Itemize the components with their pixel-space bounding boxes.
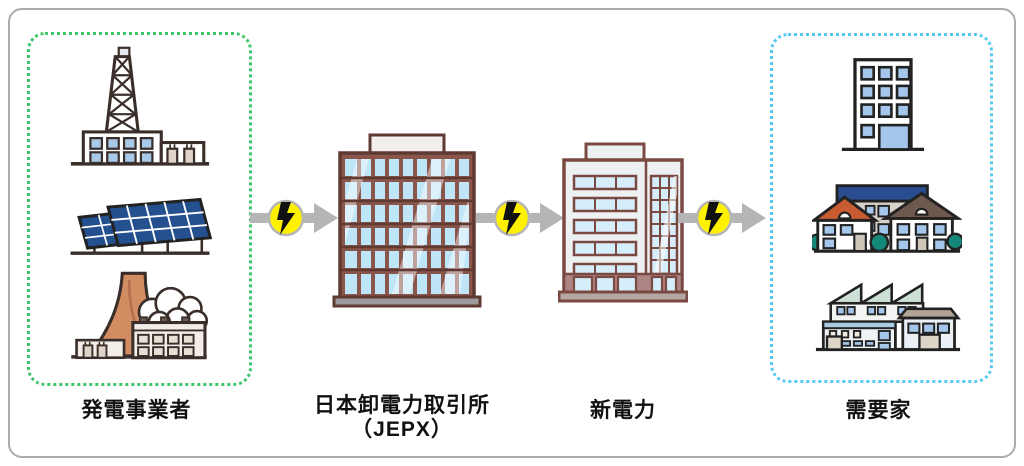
- jepx-label-line1: 日本卸電力取引所: [314, 394, 490, 417]
- new-power-building-icon: [558, 142, 688, 303]
- lightning-bolt-icon: [705, 202, 723, 235]
- thermal-plant-icon: [71, 271, 209, 360]
- arrow-icon: [476, 199, 564, 237]
- lightning-bolt-icon: [503, 202, 521, 235]
- solar-panels-icon: [70, 197, 213, 255]
- houses-icon: [812, 184, 962, 253]
- consumers-label: 需要家: [845, 399, 912, 422]
- power-station-icon: [70, 46, 210, 166]
- flow-arrow-1: [250, 196, 340, 240]
- generators-label: 発電事業者: [81, 399, 192, 422]
- arrow-icon: [250, 199, 338, 237]
- lightning-bolt-icon: [277, 202, 295, 235]
- jepx-building-icon: [332, 133, 482, 308]
- jepx-label-line2: （JEPX）: [351, 418, 453, 441]
- flow-arrow-3: [678, 196, 768, 240]
- office-building-icon: [841, 58, 925, 152]
- new-power-label: 新電力: [590, 399, 656, 422]
- factory-icon: [815, 282, 961, 352]
- flow-arrow-2: [476, 196, 566, 240]
- jepx-label: 日本卸電力取引所 （JEPX）: [312, 394, 492, 442]
- arrow-icon: [678, 199, 766, 237]
